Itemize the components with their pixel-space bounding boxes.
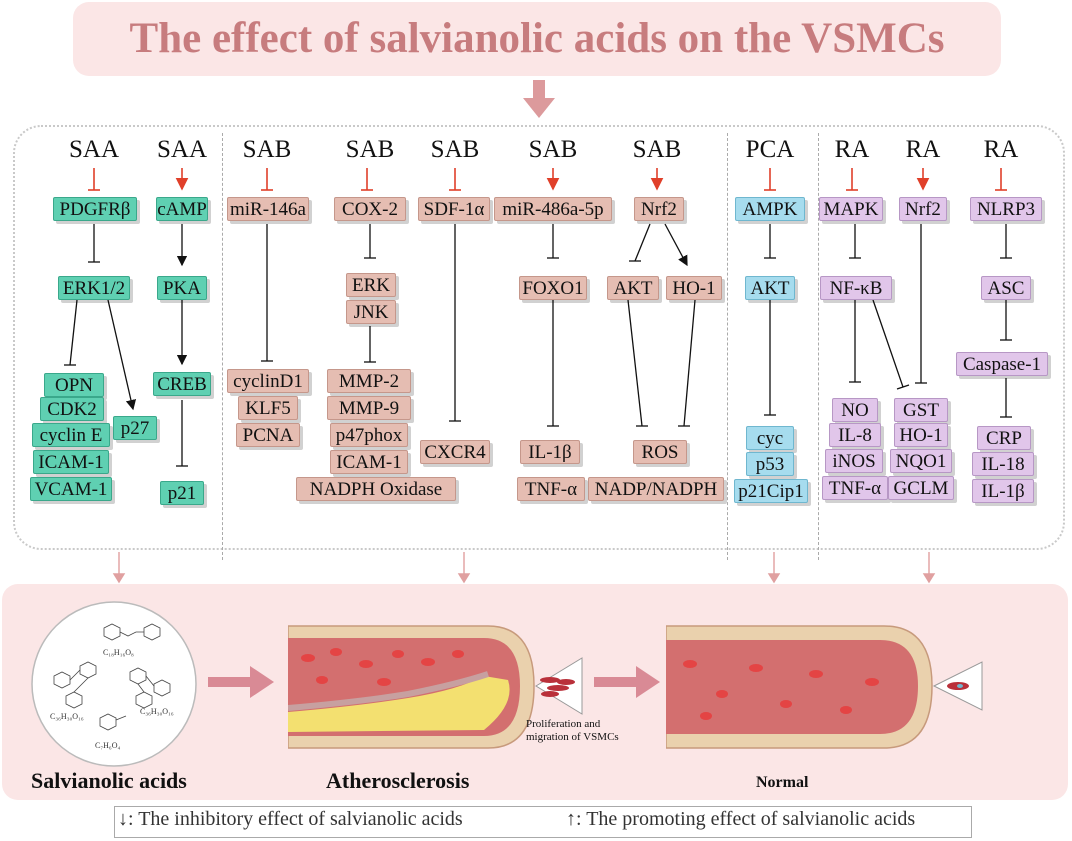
node-cox2: COX-2 [334, 197, 406, 221]
node-cdk2: CDK2 [40, 397, 104, 421]
node-mmp2: MMP-2 [327, 369, 411, 393]
node-pka: PKA [157, 276, 207, 300]
node-tnfa: TNF-α [822, 476, 888, 500]
divider [222, 133, 223, 560]
node-crp: CRP [977, 426, 1031, 450]
drug-label-ra: RA [834, 136, 870, 163]
drug-label-sab: SAB [528, 136, 578, 163]
node-gst: GST [894, 398, 948, 422]
node-foxo1: FOXO1 [519, 276, 587, 300]
node-cyclin-e: cyclin E [32, 423, 110, 447]
node-creb: CREB [153, 372, 211, 396]
drug-label-saa: SAA [156, 136, 207, 163]
divider [727, 133, 728, 560]
node-gclm: GCLM [888, 476, 954, 500]
node-akt: AKT [607, 276, 659, 300]
mechanisms-panel [13, 125, 1065, 550]
node-p53: p53 [746, 452, 794, 476]
legend-inhibitory: ↓: The inhibitory effect of salvianolic … [118, 808, 463, 830]
salvianolic-acids-structures [31, 601, 197, 767]
node-erk: ERK [346, 273, 396, 297]
legend-promoting: ↑: The promoting effect of salvianolic a… [566, 808, 916, 830]
formula-label: C₃₆H₃₀O₁₆ [140, 707, 174, 716]
formula-label: C₁₈H₁₆O₈ [103, 648, 134, 657]
node-mmp9: MMP-9 [327, 396, 411, 420]
node-p21cip1: p21Cip1 [734, 479, 808, 503]
node-p47phox: p47phox [330, 423, 408, 447]
node-il18: IL-18 [972, 452, 1034, 476]
node-jnk: JNK [346, 300, 396, 324]
node-mir-146a: miR-146a [227, 197, 309, 221]
node-camp: cAMP [156, 197, 208, 221]
formula-label: C₃₆H₃₀O₁₆ [50, 712, 84, 721]
node-akt: AKT [745, 276, 795, 300]
node-nrf2: Nrf2 [899, 197, 947, 221]
node-caspase-1: Caspase-1 [956, 352, 1048, 376]
node-il1b: IL-1β [972, 479, 1034, 503]
right-arrow-icon [594, 666, 660, 698]
atherosclerosis-label: Atherosclerosis [326, 768, 470, 793]
formula-label: C₇H₆O₄ [95, 741, 121, 750]
node-p27: p27 [113, 416, 157, 440]
node-opn: OPN [44, 373, 104, 397]
node-cyclind1: cyclinD1 [227, 369, 309, 393]
node-nrf2: Nrf2 [634, 197, 684, 221]
node-nf-kb: NF-κB [820, 276, 892, 300]
node-erk12: ERK1/2 [58, 276, 130, 300]
node-asc: ASC [981, 276, 1031, 300]
node-nqo1: NQO1 [890, 449, 952, 473]
node-pcna: PCNA [236, 423, 300, 447]
node-nadph-oxidase: NADPH Oxidase [296, 477, 456, 501]
page-title: The effect of salvianolic acids on the V… [129, 15, 945, 62]
drug-label-sab: SAB [430, 136, 480, 163]
node-mir-486a-5p: miR-486a-5p [494, 197, 612, 221]
node-no: NO [832, 398, 878, 422]
title-banner [73, 2, 1001, 76]
drug-label-saa: SAA [68, 136, 119, 163]
node-pdgfrb: PDGFRβ [53, 197, 137, 221]
drug-label-sab: SAB [632, 136, 682, 163]
proliferation-line1: Proliferation and [526, 718, 601, 730]
node-sdf1a: SDF-1α [418, 197, 490, 221]
drug-label-ra: RA [983, 136, 1019, 163]
proliferation-label: Proliferation and migration of VSMCs [526, 718, 619, 744]
drug-label-pca: PCA [745, 136, 795, 163]
node-ampk: AMPK [735, 197, 805, 221]
node-p21: p21 [160, 481, 204, 505]
divider [818, 133, 819, 560]
node-inos: iNOS [825, 449, 883, 473]
down-arrow-icon [523, 80, 555, 118]
drug-label-sab: SAB [242, 136, 292, 163]
atherosclerosis-vessel [288, 625, 583, 749]
legend-box [114, 806, 972, 838]
drug-label-sab: SAB [345, 136, 395, 163]
drug-label-ra: RA [905, 136, 941, 163]
node-cyc: cyc [746, 426, 794, 450]
node-nlrp3: NLRP3 [970, 197, 1042, 221]
node-mapk: MAPK [819, 197, 883, 221]
node-ho1: HO-1 [666, 276, 722, 300]
node-vcam1: VCAM-1 [30, 477, 112, 501]
node-il1b: IL-1β [520, 440, 580, 464]
normal-vessel [666, 625, 983, 749]
right-arrow-icon [208, 666, 274, 698]
normal-label: Normal [756, 774, 809, 791]
node-nadp-nadph: NADP/NADPH [588, 477, 724, 501]
proliferation-line2: migration of VSMCs [526, 731, 619, 743]
node-ho1: HO-1 [894, 423, 948, 447]
node-icam1: ICAM-1 [330, 450, 408, 474]
node-il8: IL-8 [829, 423, 881, 447]
node-klf5: KLF5 [238, 396, 298, 420]
node-cxcr4: CXCR4 [420, 440, 490, 464]
node-ros: ROS [633, 440, 687, 464]
node-icam1: ICAM-1 [33, 450, 109, 474]
salvianolic-acids-label: Salvianolic acids [31, 768, 187, 793]
node-tnfa: TNF-α [517, 477, 585, 501]
